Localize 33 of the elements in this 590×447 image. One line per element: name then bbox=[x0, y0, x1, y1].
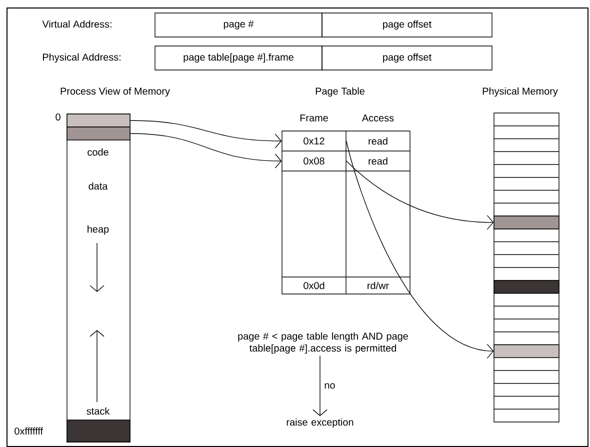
node-label: Process View of Memory bbox=[60, 87, 170, 97]
field-label: Physical Address: bbox=[43, 53, 120, 63]
address-field: page offset bbox=[322, 46, 492, 70]
node-label: Access bbox=[362, 114, 394, 122]
field-label: Virtual Address: bbox=[42, 20, 112, 28]
address-label: 0xfffffff bbox=[14, 427, 44, 435]
table-cell: read bbox=[368, 137, 388, 145]
page-segment bbox=[66, 126, 130, 140]
condition-text: page # < page table length AND page table[page #].access is permitted bbox=[238, 332, 408, 354]
table-cell: rd/wr bbox=[368, 282, 389, 290]
page-segment bbox=[66, 114, 130, 128]
table-cell: 0x0d bbox=[304, 282, 324, 290]
address-field: page # bbox=[154, 12, 322, 38]
arrow bbox=[312, 355, 328, 416]
memory-frame bbox=[494, 216, 560, 230]
memory-frame bbox=[494, 280, 560, 294]
table-cell: 0x08 bbox=[304, 157, 324, 165]
page-segment bbox=[66, 420, 130, 442]
arrow bbox=[130, 133, 282, 168]
table-cell: read bbox=[368, 157, 388, 165]
result-text: raise exception bbox=[286, 418, 354, 428]
arrow bbox=[346, 140, 494, 359]
arrow bbox=[346, 160, 494, 230]
arrow bbox=[130, 120, 282, 148]
address-field: page offset bbox=[322, 12, 492, 38]
address-label: 0 bbox=[56, 113, 60, 121]
table-cell: 0x12 bbox=[304, 137, 324, 145]
node-label: Page Table bbox=[316, 87, 364, 97]
node-label: Physical Memory bbox=[482, 87, 558, 97]
edge-label: no bbox=[323, 382, 336, 390]
memory-frame bbox=[494, 344, 560, 358]
address-field: page table[page #].frame bbox=[154, 46, 322, 70]
node-label: Frame bbox=[300, 114, 328, 122]
